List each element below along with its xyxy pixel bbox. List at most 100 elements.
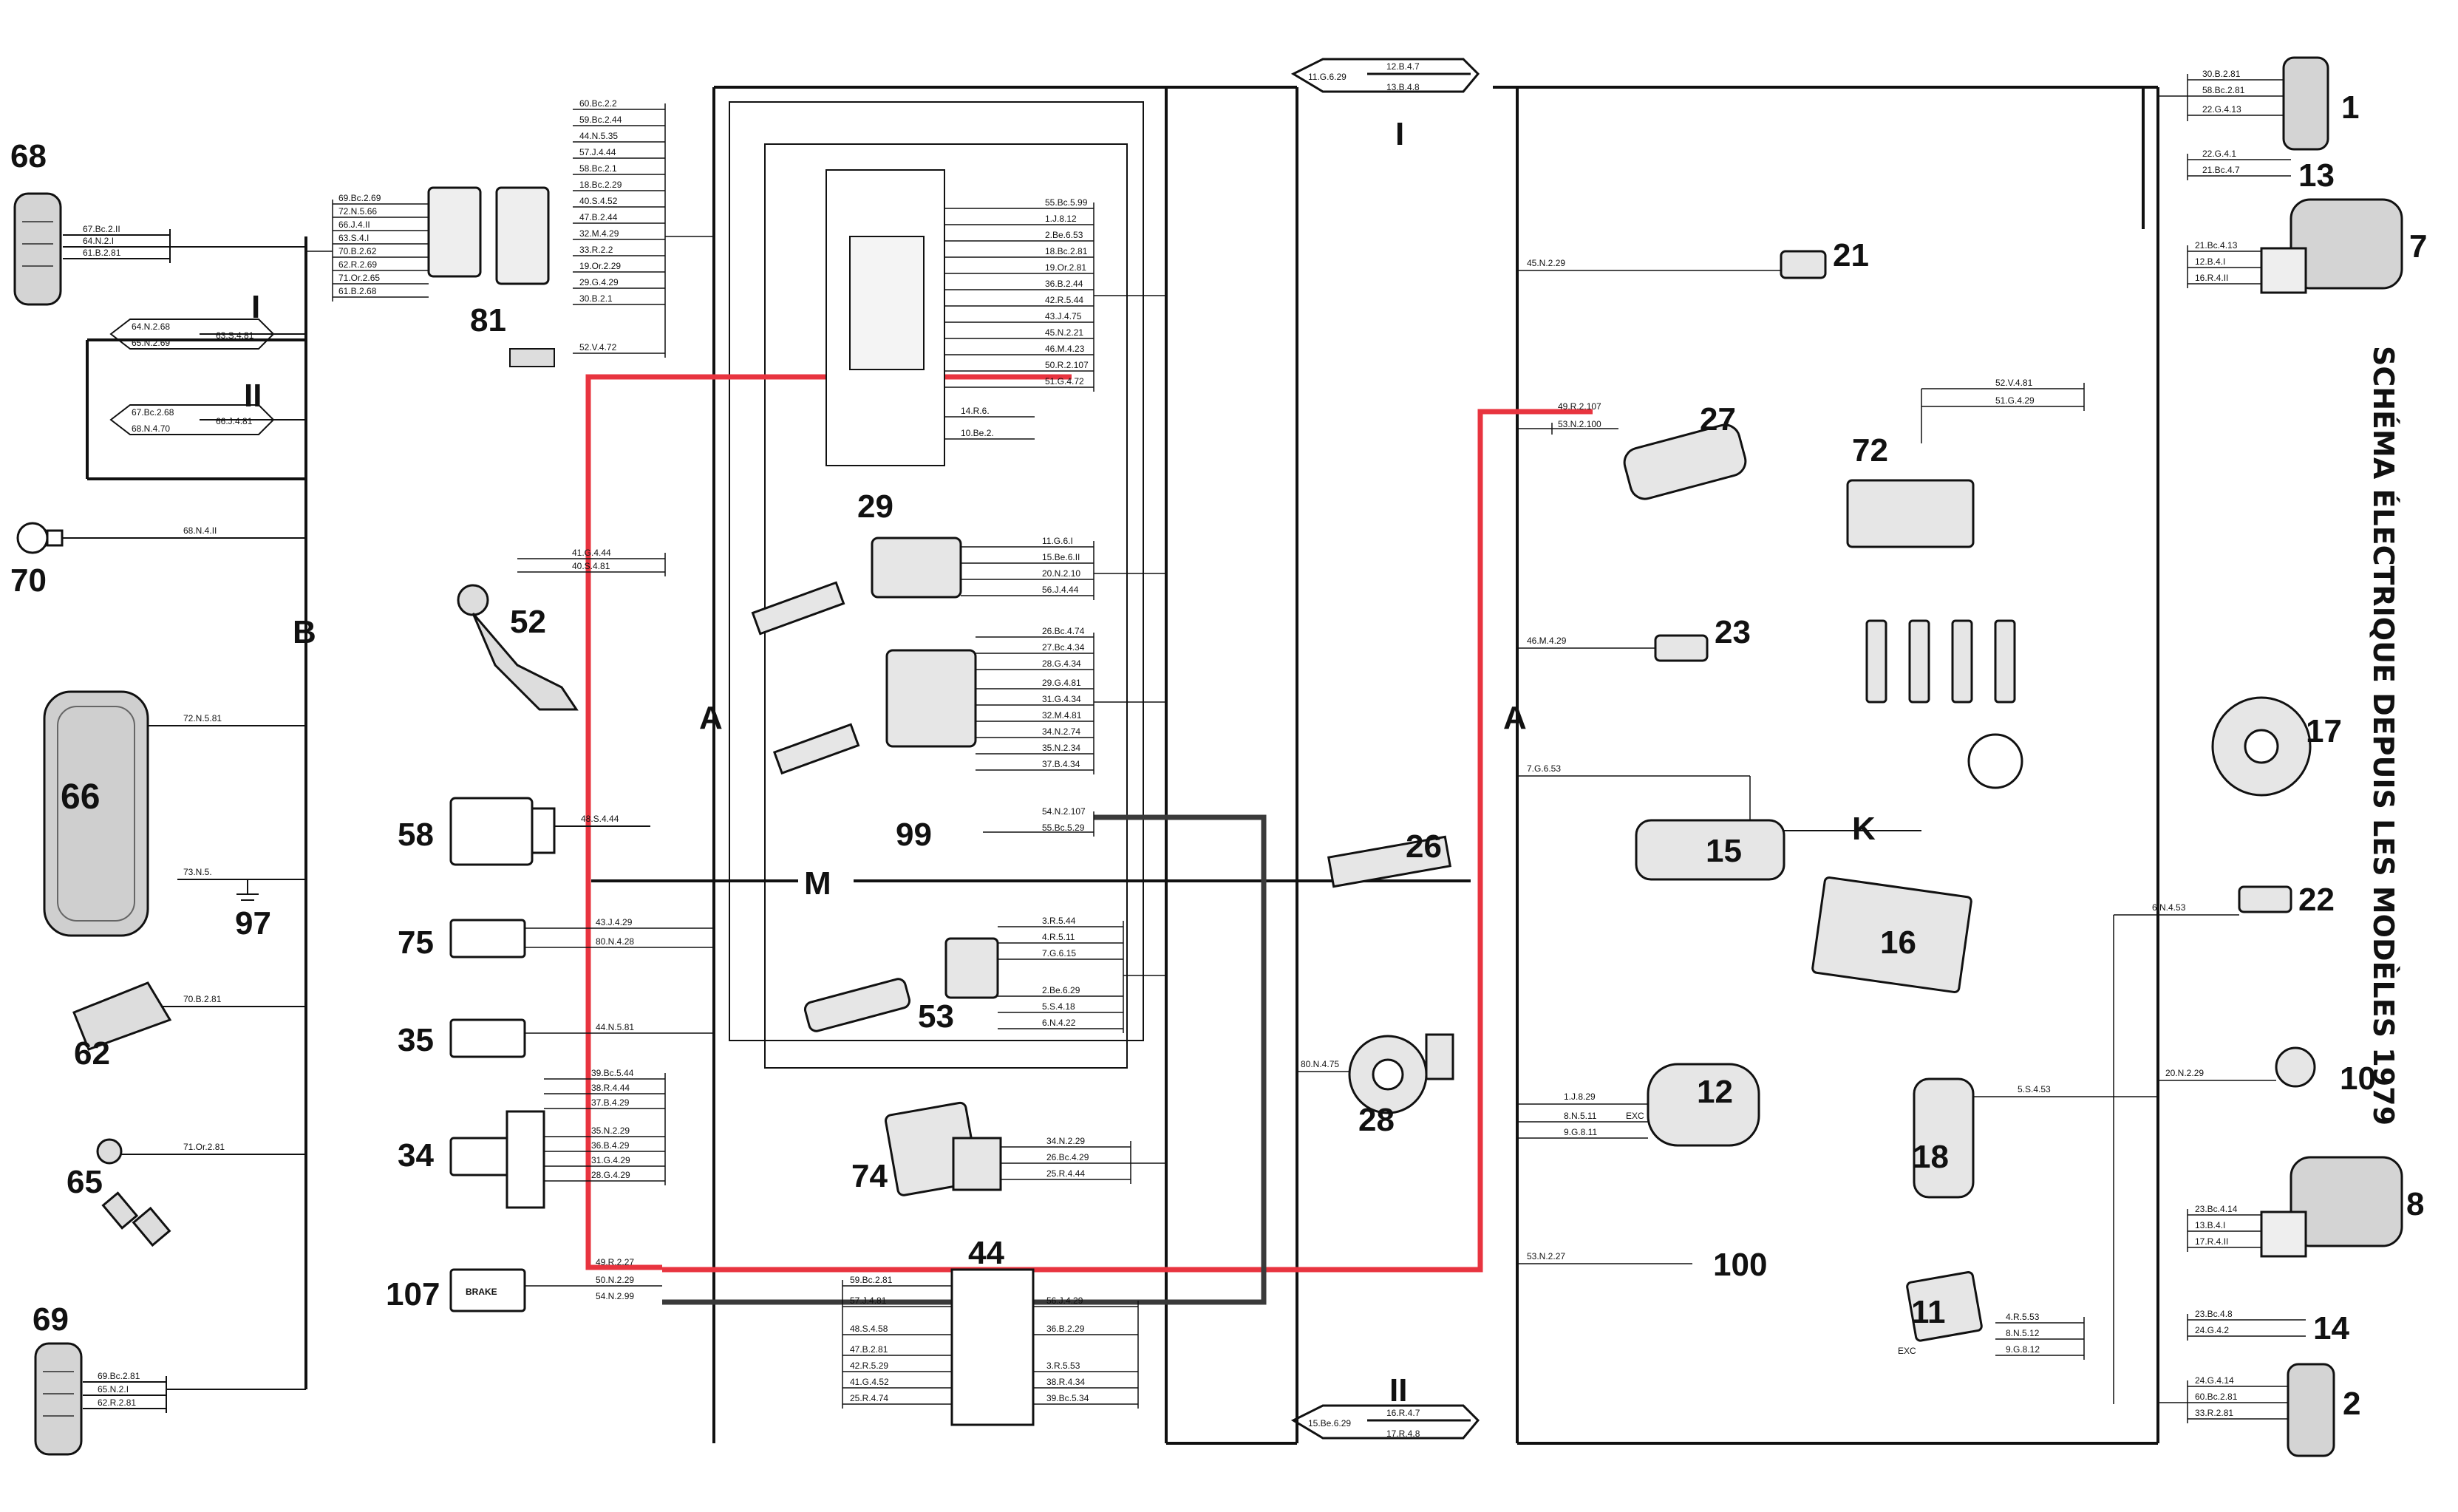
- wire-40S452: 40.S.4.52: [579, 196, 618, 206]
- wire-8N512: 8.N.5.12: [2006, 1328, 2040, 1338]
- wire-72N566: 72.N.5.66: [338, 206, 377, 217]
- dark-wire-54: [662, 817, 1264, 1302]
- pedal-52: [458, 585, 576, 709]
- wire-1J812: 1.J.8.12: [1045, 214, 1077, 224]
- instrument-wires: [944, 202, 1166, 439]
- light-1: [2284, 58, 2328, 149]
- component-58: 58: [398, 817, 434, 853]
- exc-label-11: EXC: [1898, 1346, 1916, 1356]
- sensor-21: [1781, 251, 1825, 278]
- wire-47B281: 47.B.2.81: [850, 1344, 888, 1355]
- wire-43J475: 43.J.4.75: [1045, 311, 1082, 321]
- wire-49R227: 49.R.2.27: [596, 1257, 634, 1267]
- light-69: [35, 1344, 81, 1454]
- wire-56J429: 56.J.4.29: [1046, 1295, 1083, 1306]
- connector-44: [952, 1270, 1033, 1425]
- wire-69Bc281: 69.Bc.2.81: [98, 1371, 140, 1381]
- wire-17R48: 17.R.4.8: [1386, 1428, 1420, 1439]
- wire-60Bc281: 60.Bc.2.81: [2195, 1392, 2238, 1402]
- wire-9G812: 9.G.8.12: [2006, 1344, 2040, 1355]
- component-2: 2: [2343, 1386, 2360, 1422]
- small-connector-81: [510, 349, 554, 367]
- wire-73N5: 73.N.5.: [183, 867, 212, 877]
- sensor-72: [1848, 480, 1973, 547]
- wire-69Bc269: 69.Bc.2.69: [338, 193, 381, 203]
- wire-4R553: 4.R.5.53: [2006, 1312, 2040, 1322]
- wire-5S418: 5.S.4.18: [1042, 1001, 1075, 1012]
- section-letters: I II A A B M K I II: [244, 116, 1876, 1409]
- wire-7G615: 7.G.6.15: [1042, 948, 1076, 958]
- component-62: 62: [74, 1035, 110, 1072]
- wire-46M429: 46.M.4.29: [1527, 636, 1567, 646]
- wire-2Be653: 2.Be.6.53: [1045, 230, 1083, 240]
- wire-23Bc414: 23.Bc.4.14: [2195, 1204, 2238, 1214]
- wire-63S481: 63.S.4.81: [216, 330, 254, 341]
- wire-61B281: 61.B.2.81: [83, 248, 121, 258]
- wire-26Bc474: 26.Bc.4.74: [1042, 626, 1085, 636]
- wire-19Or281: 19.Or.2.81: [1045, 262, 1086, 273]
- wire-39Bc534: 39.Bc.5.34: [1046, 1393, 1089, 1403]
- wire-13B48: 13.B.4.8: [1386, 82, 1420, 92]
- regulator-11: [1907, 1272, 1983, 1341]
- wire-30B281: 30.B.2.81: [2202, 69, 2241, 79]
- wire-64N268: 64.N.2.68: [132, 321, 170, 332]
- component-66: 66: [61, 777, 100, 817]
- wire-48S444: 48.S.4.44: [581, 814, 619, 824]
- wire-41G452: 41.G.4.52: [850, 1377, 889, 1387]
- wire-32M429: 32.M.4.29: [579, 228, 619, 239]
- wire-43J429: 43.J.4.29: [596, 917, 633, 927]
- wire-80N475: 80.N.4.75: [1301, 1059, 1339, 1069]
- sensor-22: [2239, 887, 2291, 912]
- wire-6N422: 6.N.4.22: [1042, 1018, 1076, 1028]
- sensor-23: [1655, 636, 1707, 661]
- wire-70B262: 70.B.2.62: [338, 246, 377, 256]
- wire-22G413: 22.G.4.13: [2202, 104, 2241, 115]
- wire-65N2I: 65.N.2.I: [98, 1384, 129, 1394]
- wire-25R444: 25.R.4.44: [1046, 1168, 1085, 1179]
- instrument-panel: [826, 170, 944, 466]
- blower-28: [1349, 1035, 1453, 1113]
- switch-58: [451, 798, 554, 865]
- wire-49R2107: 49.R.2.107: [1558, 401, 1601, 412]
- bulb-70: [18, 523, 62, 553]
- wire-42R529: 42.R.5.29: [850, 1361, 888, 1371]
- wire-57J481: 57.J.4.81: [850, 1295, 887, 1306]
- component-70: 70: [10, 562, 47, 599]
- component-26: 26: [1406, 828, 1442, 865]
- wire-67Bc2II: 67.Bc.2.II: [83, 224, 120, 234]
- component-74: 74: [851, 1158, 888, 1194]
- component-53: 53: [918, 998, 954, 1035]
- component-11: 11: [1911, 1294, 1946, 1330]
- wire-80N428: 80.N.4.28: [596, 936, 634, 947]
- wire-45N221: 45.N.2.21: [1045, 327, 1083, 338]
- ignition-53: [803, 939, 998, 1032]
- letter-I-top: I: [1395, 116, 1404, 152]
- wire-62R281: 62.R.2.81: [98, 1397, 136, 1408]
- letter-K: K: [1852, 811, 1876, 847]
- letter-I-left: I: [251, 289, 260, 325]
- washer-26: [1329, 837, 1451, 886]
- wire-29G481: 29.G.4.81: [1042, 678, 1081, 688]
- component-10: 10: [2340, 1060, 2376, 1097]
- component-7: 7: [2409, 228, 2427, 265]
- component-28: 28: [1358, 1102, 1395, 1138]
- wire-8N511: 8.N.5.11: [1564, 1111, 1597, 1121]
- component-75: 75: [398, 924, 434, 961]
- wire-5S453: 5.S.4.53: [2018, 1084, 2051, 1094]
- distributor: [1969, 735, 2022, 788]
- wire-21Bc47: 21.Bc.4.7: [2202, 165, 2240, 175]
- light-68: [15, 194, 61, 304]
- wire-58Bc281: 58.Bc.2.81: [2202, 85, 2245, 95]
- lock-65: [98, 1140, 169, 1245]
- red-wire-50: [588, 377, 1072, 1267]
- wire-12B4I: 12.B.4.I: [2195, 256, 2225, 267]
- wire-15Be6II: 15.Be.6.II: [1042, 552, 1080, 562]
- wire-22G41: 22.G.4.1: [2202, 149, 2236, 159]
- main-structure: [87, 87, 2158, 1443]
- wire-37B434: 37.B.4.34: [1042, 759, 1080, 769]
- component-1: 1: [2341, 89, 2359, 126]
- wire-7G653: 7.G.6.53: [1527, 763, 1561, 774]
- wire-55Bc599: 55.Bc.5.99: [1045, 197, 1088, 208]
- wire-59Bc281: 59.Bc.2.81: [850, 1275, 893, 1285]
